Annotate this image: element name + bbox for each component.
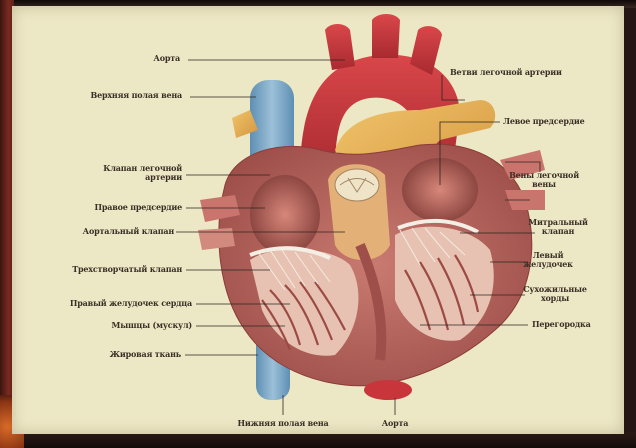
right-atrium-cavity — [250, 175, 320, 255]
label-septum: Перегородка — [532, 320, 591, 329]
label-chordae: Сухожильные хорды — [522, 285, 588, 303]
label-superior-vena-cava: Верхняя полая вена — [91, 91, 182, 100]
label-inferior-wall: Жировая ткань — [110, 350, 181, 359]
aortic-branch-1 — [325, 24, 355, 70]
label-pulmonary-trunk: Ветви легочной артерии — [450, 68, 562, 77]
label-mitral-valve-line2: клапан — [528, 227, 588, 236]
label-left-ventricle: Левый желудочек — [522, 251, 574, 269]
aortic-valve-shape — [335, 169, 379, 201]
label-aorta-top: Аорта — [153, 54, 180, 63]
label-pulmonary-veins: Вены легочной вены — [508, 171, 580, 189]
label-aorta-bottom: Аорта — [370, 419, 420, 428]
label-chordae-line2: хорды — [522, 294, 588, 303]
label-inferior-vena-cava: Нижняя полая вена — [228, 419, 338, 428]
label-tricuspid-valve: Трехстворчатый клапан — [72, 265, 182, 274]
label-mitral-valve: Митральный клапан — [528, 218, 588, 236]
label-pulmonary-artery-valve: Клапан легочной артерии — [86, 164, 182, 182]
label-left-atrium: Левое предсердие — [503, 117, 585, 126]
descending-aorta-bottom — [364, 380, 412, 400]
label-left-ventricle-line2: желудочек — [522, 260, 574, 269]
label-papillary-muscle: Мышцы (мускул) — [112, 321, 192, 330]
aortic-branch-2 — [372, 14, 400, 58]
label-right-atrium: Правое предсердие — [95, 203, 182, 212]
label-pulmonary-veins-line2: вены — [508, 180, 580, 189]
label-right-ventricle: Правый желудочек сердца — [70, 299, 192, 308]
label-aortic-valve: Аортальный клапан — [83, 227, 174, 236]
